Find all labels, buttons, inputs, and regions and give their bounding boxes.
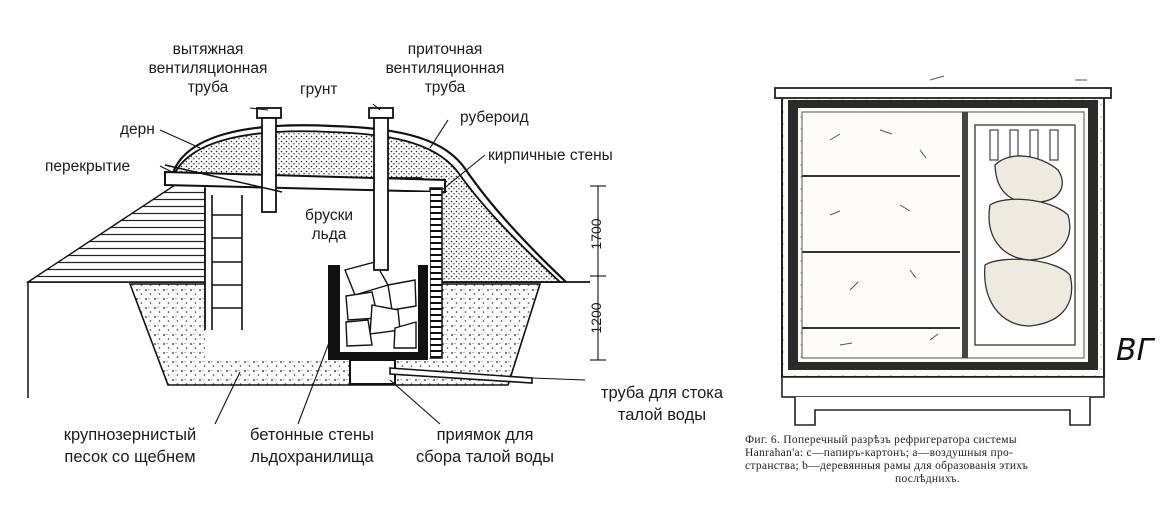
concrete-ice-store-walls [328, 265, 428, 360]
label-soil: грунт [300, 81, 338, 98]
label-ice-blocks: бруски льда [304, 207, 354, 243]
figure-caption: Фиг. 6. Поперечный разрѣзъ рефригератора… [745, 434, 1029, 485]
dimension-lower: 1200 [588, 302, 604, 334]
label-sump: приямок для сбора талой воды [415, 426, 555, 466]
dimension-upper: 1700 [588, 218, 604, 250]
refrigerator-section-drawing [774, 75, 1112, 426]
signature-mark: ВГ [1116, 333, 1154, 368]
label-concrete-walls: бетонные стены льдохранилища [249, 426, 375, 466]
supply-vent-pipe [368, 107, 394, 271]
leader-lines [159, 103, 586, 425]
label-exhaust-pipe: вытяжная вентиляционная труба [148, 41, 268, 96]
label-turf: дерн [120, 121, 155, 138]
sump [349, 359, 396, 385]
label-brick-walls: кирпичные стены [488, 147, 613, 164]
ladder [211, 195, 243, 330]
brick-wall-right [429, 187, 443, 359]
label-ceiling: перекрытие [45, 158, 131, 175]
dimension-lines [590, 185, 606, 361]
earth-mound-left [25, 184, 206, 283]
label-coarse-sand: крупнозернистый песок со щебнем [63, 426, 197, 466]
label-drain-pipe: труба для стока талой воды [600, 384, 724, 424]
label-roofing-felt: рубероид [460, 109, 529, 126]
label-supply-pipe: приточная вентиляционная труба [385, 41, 505, 96]
drain-pipe [389, 367, 533, 384]
